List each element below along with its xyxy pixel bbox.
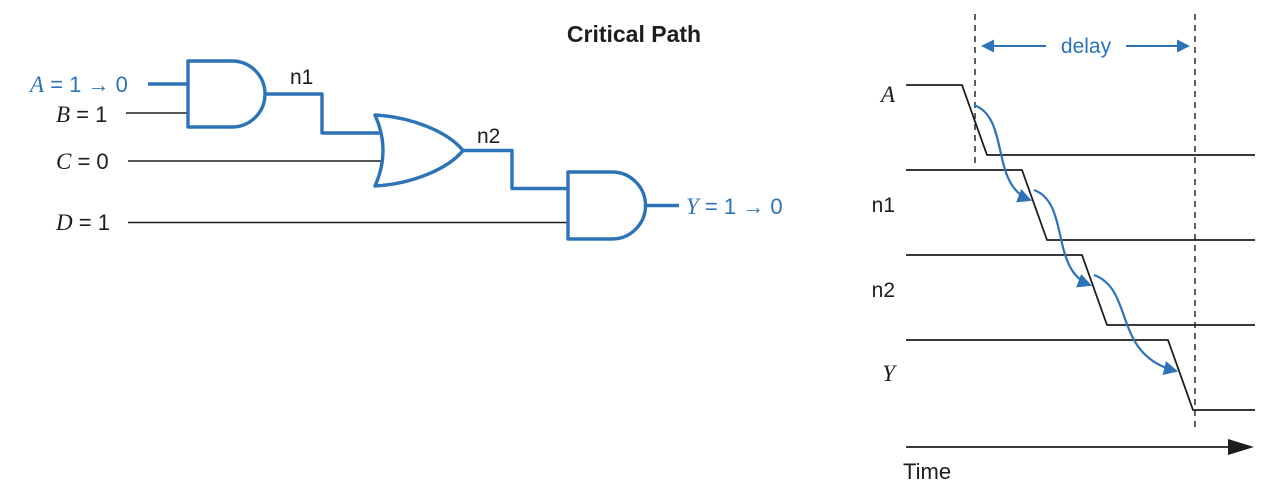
waveform-a (906, 84, 1255, 156)
page-title: Critical Path (567, 21, 701, 47)
waveform-n2 (906, 254, 1255, 326)
net-label-n2: n2 (477, 125, 500, 148)
and-gate-2 (566, 170, 648, 241)
timing-diagram: delay A n1 n2 Y Time (872, 14, 1255, 484)
signal-label-n1: n1 (872, 194, 895, 217)
circuit-diagram: A = 1 → 0 B = 1 C = 0 D = 1 n1 n2 Y = 1 … (28, 59, 783, 241)
output-label-y: Y = 1 → 0 (686, 194, 783, 219)
input-label-d: D = 1 (55, 210, 110, 235)
delay-text-mask (1046, 31, 1126, 61)
delay-label: delay (1061, 35, 1112, 58)
signal-label-a: A (879, 82, 896, 107)
and-gate-1 (186, 59, 267, 129)
wire-net-n1 (263, 92, 392, 135)
input-label-b: B = 1 (56, 102, 107, 127)
causality-arrow-n2-y (1093, 273, 1179, 375)
time-label: Time (903, 459, 951, 484)
or-gate (373, 113, 465, 188)
time-axis-arrowhead-icon (1228, 439, 1254, 455)
causality-arrow-a-n1 (973, 103, 1033, 203)
signal-label-y: Y (882, 361, 897, 386)
input-label-c: C = 0 (56, 149, 109, 174)
wire-net-n2 (460, 148, 570, 191)
input-label-a: A = 1 → 0 (28, 72, 128, 97)
net-label-n1: n1 (290, 66, 313, 89)
waveform-n1 (906, 169, 1255, 241)
causality-arrow-n1-n2 (1033, 188, 1093, 288)
signal-label-n2: n2 (872, 279, 895, 302)
waveform-y (906, 339, 1255, 411)
